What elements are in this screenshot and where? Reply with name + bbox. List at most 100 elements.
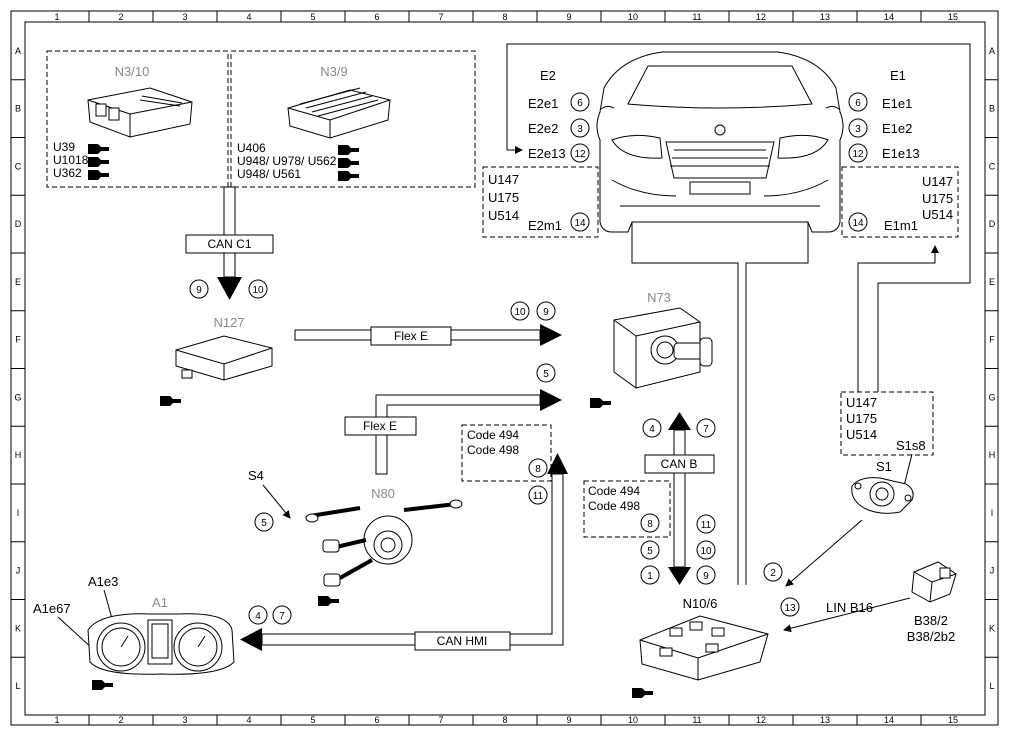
s1-label: S1 [876, 459, 892, 474]
grid-row-label: J [16, 566, 21, 576]
reference-hand-icon [88, 144, 109, 154]
n3-9-code-2: U948/ U978/ U562 [237, 154, 337, 168]
grid-column-label: 11 [692, 715, 701, 725]
number-marker: 5 [536, 363, 556, 383]
s1-feed-lines [506, 43, 971, 392]
code-box-2-line-1: Code 494 [588, 484, 640, 498]
svg-text:12: 12 [852, 149, 864, 160]
grid-column-label: 4 [246, 12, 251, 22]
grid-row-label: C [989, 161, 996, 171]
grid-row-label: K [15, 623, 21, 633]
n10-6-sam-module-icon [639, 615, 769, 681]
grid-row-label: A [989, 46, 995, 56]
n3-10-code-3: U362 [53, 166, 82, 180]
can-b-connection [644, 412, 715, 585]
n80-label: N80 [371, 486, 395, 501]
n3-10-box [46, 50, 229, 188]
grid-row-label: I [991, 508, 994, 518]
grid-column-label: 7 [438, 715, 443, 725]
n3-9-box [230, 50, 476, 188]
b38-2b2-label: B38/2b2 [907, 629, 955, 644]
number-markers: 9 10 10 9 5 8 11 8 5 4 7 4 7 11 5 10 1 9… [189, 92, 868, 625]
grid-column-label: 4 [246, 715, 251, 725]
e1e1-label: E1e1 [882, 96, 912, 111]
e2m1-code-1: U147 [488, 172, 519, 187]
code-box-2 [583, 480, 671, 538]
lin-b16-label: LIN B16 [826, 600, 873, 615]
number-marker: 9 [189, 279, 209, 299]
grid-row-label: L [989, 681, 994, 691]
flex-e-label-2: Flex E [363, 419, 397, 433]
reference-hand-icon [338, 171, 359, 181]
s1-code-box [840, 391, 934, 456]
svg-text:4: 4 [255, 611, 261, 622]
svg-text:4: 4 [649, 424, 655, 435]
s4-label: S4 [248, 468, 264, 483]
code-box-1-line-1: Code 494 [467, 428, 519, 442]
number-marker: 14 [848, 212, 868, 232]
grid-column-label: 14 [884, 715, 894, 725]
svg-text:8: 8 [535, 464, 541, 475]
grid-row-label: H [15, 450, 22, 460]
reference-hand-icon [88, 157, 109, 167]
svg-text:6: 6 [855, 98, 861, 109]
grid-row-label: I [17, 508, 20, 518]
number-marker: 4 [248, 605, 268, 625]
e2m1-label: E2m1 [528, 218, 562, 233]
e2m1-box [482, 166, 599, 238]
svg-text:3: 3 [577, 124, 583, 135]
number-marker: 7 [696, 418, 716, 438]
grid-row-label: L [15, 681, 20, 691]
e2m1-code-2: U175 [488, 190, 519, 205]
grid-column-label: 3 [182, 12, 187, 22]
grid-column-label: 6 [374, 12, 379, 22]
grid-row-label: E [15, 277, 21, 287]
e1m1-box [841, 166, 959, 238]
grid-column-label: 2 [118, 715, 123, 725]
grid-row-label: A [15, 46, 21, 56]
svg-text:9: 9 [196, 285, 202, 296]
grid-column-label: 2 [118, 12, 123, 22]
number-marker: 2 [763, 562, 783, 582]
svg-text:14: 14 [852, 218, 864, 229]
can-b-label: CAN B [661, 457, 698, 471]
grid-column-label: 9 [566, 715, 571, 725]
number-marker: 10 [696, 540, 716, 560]
reference-hand-icon [338, 145, 359, 155]
number-marker: 10 [510, 301, 530, 321]
grid-row-label: B [15, 104, 21, 114]
n3-10-label: N3/10 [115, 64, 150, 79]
grid-row-label: F [15, 335, 21, 345]
e1m1-label: E1m1 [884, 218, 918, 233]
grid-column-label: 5 [310, 12, 315, 22]
grid-row-label: E [989, 277, 995, 287]
svg-text:14: 14 [574, 218, 586, 229]
grid-column-label: 8 [502, 715, 507, 725]
number-marker: 5 [254, 512, 274, 532]
svg-text:8: 8 [647, 519, 653, 530]
n127-label: N127 [213, 315, 244, 330]
grid-column-label: 3 [182, 715, 187, 725]
reference-hand-icon [590, 398, 611, 408]
n3-10-code-1: U39 [53, 140, 75, 154]
grid-ticks [11, 11, 998, 725]
reference-hand-icon [88, 170, 109, 180]
n3-9-code-1: U406 [237, 141, 266, 155]
n127-module-icon [175, 335, 273, 381]
s1-code-3: U514 [846, 427, 877, 442]
code-box-2-line-2: Code 498 [588, 499, 640, 513]
grid-column-label: 10 [628, 715, 638, 725]
flex-e-label-1: Flex E [394, 329, 428, 343]
number-marker: 14 [570, 212, 590, 232]
svg-text:5: 5 [261, 518, 267, 529]
grid-column-label: 5 [310, 715, 315, 725]
svg-text:11: 11 [533, 491, 544, 502]
grid-row-label: H [989, 450, 996, 460]
grid-column-label: 10 [628, 12, 638, 22]
n3-9-label: N3/9 [320, 64, 347, 79]
svg-text:1: 1 [647, 571, 653, 582]
number-marker: 5 [640, 540, 660, 560]
number-marker: 10 [248, 279, 268, 299]
number-marker: 8 [528, 458, 548, 478]
n3-9-code-3: U948/ U561 [237, 167, 301, 181]
